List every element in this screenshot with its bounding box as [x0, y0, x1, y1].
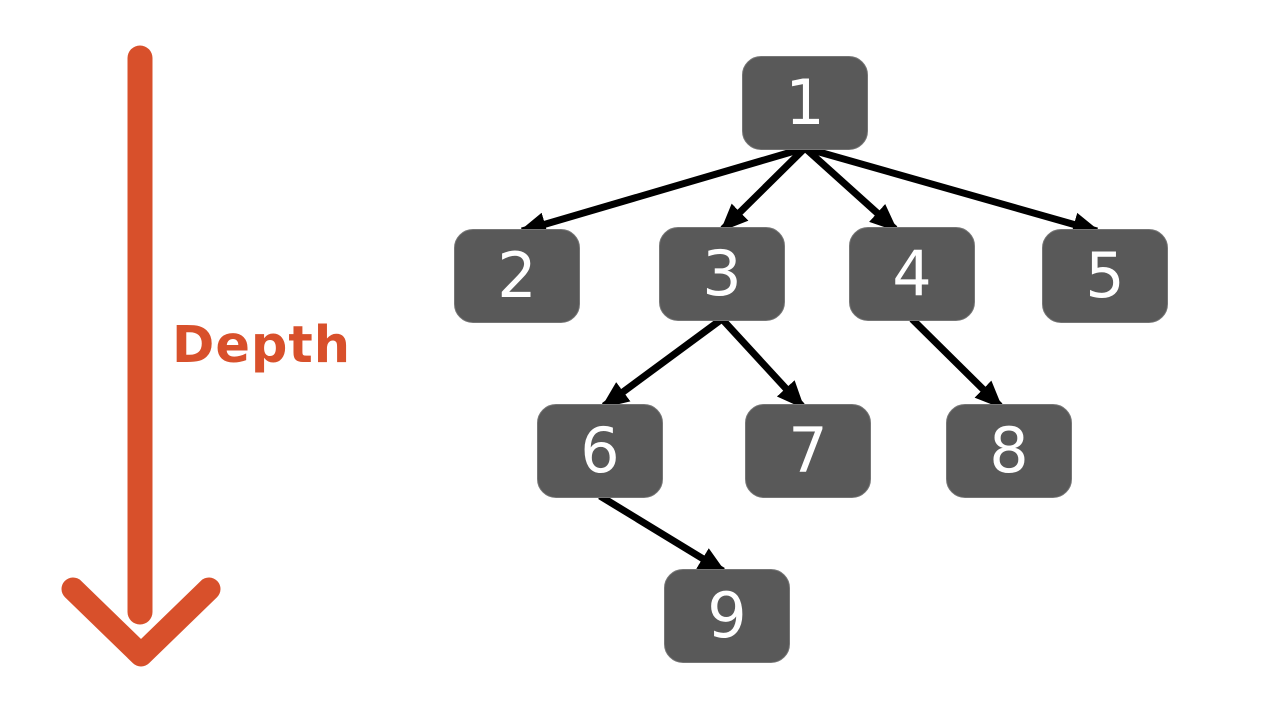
tree-node-9: 9	[664, 569, 790, 663]
depth-label: Depth	[172, 316, 352, 375]
tree-node-3: 3	[659, 227, 785, 321]
edge-3-6	[600, 316, 725, 409]
tree-node-2: 2	[454, 229, 580, 323]
edge-6-9	[598, 493, 727, 574]
depth-arrow-head	[61, 577, 221, 667]
tree-node-5: 5	[1042, 229, 1168, 323]
tree-node-4: 4	[849, 227, 975, 321]
edge-4-8	[909, 316, 1003, 409]
edge-1-3	[720, 145, 808, 232]
edge-1-5	[804, 144, 1101, 236]
edge-1-4	[802, 145, 898, 232]
tree-node-1: 1	[742, 56, 868, 150]
edge-1-2	[518, 144, 806, 236]
tree-node-7: 7	[745, 404, 871, 498]
edge-3-7	[719, 316, 805, 409]
tree-node-8: 8	[946, 404, 1072, 498]
tree-node-6: 6	[537, 404, 663, 498]
